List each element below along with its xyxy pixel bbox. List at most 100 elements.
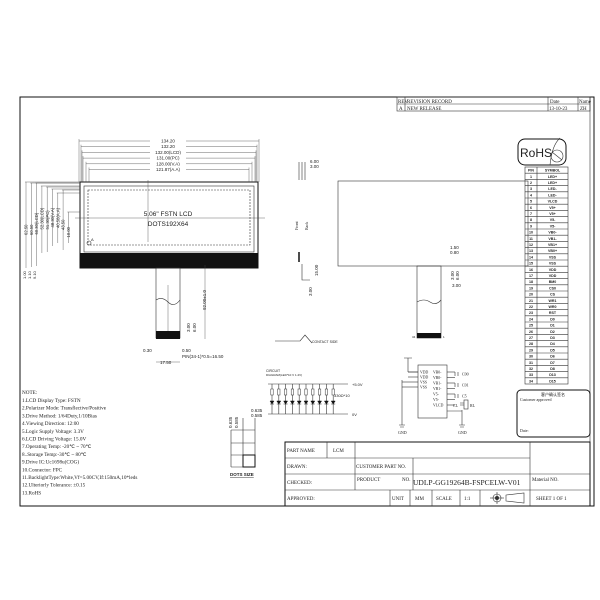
pin-symbol: D2 xyxy=(550,330,555,334)
note-item: 4.Viewing Direction: 12:00 xyxy=(22,421,79,427)
pin-number: 21 xyxy=(529,299,533,303)
pin-number: 17 xyxy=(529,274,533,278)
pin-symbol: D4 xyxy=(550,342,555,346)
pin-number: 19 xyxy=(529,286,533,290)
svg-text:SHEET 1 OF 1: SHEET 1 OF 1 xyxy=(536,497,567,502)
pin-number: 20 xyxy=(529,293,533,297)
pin-number: 13 xyxy=(529,249,533,253)
pin-symbol: V5+ xyxy=(549,212,556,216)
pin-symbol: VB1- xyxy=(548,237,557,241)
svg-text:V5-: V5- xyxy=(433,398,440,402)
svg-text:92.00±1.0: 92.00±1.0 xyxy=(202,290,207,310)
record-header: REVISION RECORD xyxy=(407,100,452,105)
side-view: 6.00 3.00 Front Back 15.00 3.00 CONTACT … xyxy=(275,159,338,344)
pin-symbol: BM0 xyxy=(549,280,557,284)
svg-text:15.00: 15.00 xyxy=(314,264,319,276)
pin-number: 3 xyxy=(530,187,532,191)
svg-text:Front: Front xyxy=(294,220,299,230)
dimension-label: 132.20 xyxy=(161,144,175,149)
resistor-icon xyxy=(304,388,308,396)
note-item: 13.RoHS xyxy=(22,490,41,496)
pin-number: 5 xyxy=(530,200,532,204)
pin-number: 32 xyxy=(529,367,533,371)
rohs-logo: RoHS xyxy=(517,137,567,166)
pin-number: 9 xyxy=(530,224,532,228)
pin-number: 31 xyxy=(529,361,533,365)
pin-number: 28 xyxy=(529,342,533,346)
dimension-label: 121.87(A.A) xyxy=(156,167,181,172)
led-diode-icon xyxy=(330,400,336,405)
pin-symbol: LED- xyxy=(548,193,557,197)
ic-diagram: GND VDDVDDVSSVSSVB0-VB0-VB1-VB1-V5-V5-VL… xyxy=(398,357,476,435)
svg-text:3.00: 3.00 xyxy=(308,287,313,296)
svg-text:0.80: 0.80 xyxy=(450,250,459,255)
name-value: ZH xyxy=(580,107,587,112)
svg-text:MM: MM xyxy=(415,497,424,502)
svg-text:UNIT: UNIT xyxy=(392,497,404,502)
pin-number: 34 xyxy=(529,379,533,383)
svg-text:Customer approved: Customer approved xyxy=(520,397,551,402)
pin-number: 12 xyxy=(529,243,533,247)
rev-header: REV xyxy=(398,100,408,105)
svg-text:VSS: VSS xyxy=(420,381,427,385)
svg-text:APPROVED:: APPROVED: xyxy=(287,497,315,502)
pin-symbol: D0 xyxy=(550,317,555,321)
pin-symbol: D6 xyxy=(550,355,555,359)
pin-symbol: D15 xyxy=(549,379,556,383)
notes-title: NOTE: xyxy=(22,390,38,396)
pin-number: 1 xyxy=(530,175,532,179)
pin-symbol: V5+ xyxy=(549,206,556,210)
resistor-icon xyxy=(318,388,322,396)
pin-symbol: VB0+ xyxy=(548,249,557,253)
svg-text:6.00: 6.00 xyxy=(192,323,197,332)
pin-number: 25 xyxy=(529,324,533,328)
svg-text:GND: GND xyxy=(458,430,467,435)
svg-text:DIAGRAM(LED*10 V 1.2V): DIAGRAM(LED*10 V 1.2V) xyxy=(266,373,302,377)
note-item: 9.Drive IC:Uc1698u(COG) xyxy=(22,459,79,466)
dimension-label: 60.50 xyxy=(29,224,34,235)
led-diode-icon xyxy=(269,400,275,405)
svg-text:CONTACT SIDE: CONTACT SIDE xyxy=(312,340,338,344)
record-value: NEW RELEASE xyxy=(407,107,442,112)
led-diode-icon xyxy=(303,400,309,405)
pin-number: 4 xyxy=(530,193,532,197)
resistor-icon xyxy=(331,388,335,396)
pin-symbol: LED+ xyxy=(548,181,557,185)
pin-number: 14 xyxy=(529,255,533,259)
dimension-label: 62.50 xyxy=(24,224,29,235)
pin-number: 30 xyxy=(529,355,533,359)
svg-text:1.00: 1.00 xyxy=(22,270,27,279)
pin-symbol: RST xyxy=(549,311,557,315)
pin-symbol: D1 xyxy=(550,324,555,328)
svg-text:客户确认签名: 客户确认签名 xyxy=(541,391,565,397)
pin-symbol: D5 xyxy=(550,348,555,352)
revision-table: REV REVISION RECORD Date Name A NEW RELE… xyxy=(396,96,592,112)
svg-text:1:1: 1:1 xyxy=(464,497,471,502)
title-block: PART NAME LCM DRAWN: CUSTOMER PART NO. C… xyxy=(284,441,591,507)
resistor-icon xyxy=(324,388,328,396)
capacitor-icon xyxy=(454,394,459,398)
svg-text:0.635: 0.635 xyxy=(251,408,263,413)
resistor-icon xyxy=(311,388,315,396)
notes: NOTE: 1.LCD Display Type: FSTN2.Polarize… xyxy=(22,390,137,496)
dimension-label: 131.00(PC) xyxy=(156,156,180,161)
svg-text:3.00: 3.00 xyxy=(452,283,461,288)
pin-symbol: VDD xyxy=(549,268,557,272)
led-diode-icon xyxy=(283,400,289,405)
svg-text:PART NAME: PART NAME xyxy=(287,449,315,454)
pin-number: 26 xyxy=(529,330,533,334)
svg-text:3.00: 3.00 xyxy=(310,164,319,169)
note-item: 10.Connector: FPC xyxy=(22,467,63,473)
pin-symbol: D13 xyxy=(549,373,556,377)
svg-text:3.00: 3.00 xyxy=(186,323,191,332)
svg-text:NO.: NO. xyxy=(402,478,410,483)
led-circuit: CIRCUIT DIAGRAM(LED*10 V 1.2V) +5.0V 0V … xyxy=(266,369,363,417)
pin-number: 22 xyxy=(529,305,533,309)
svg-text:6.00: 6.00 xyxy=(310,159,319,164)
note-item: 11.BacklightType:White,Vf=5.00CV,If:150m… xyxy=(22,474,137,481)
svg-text:0.50: 0.50 xyxy=(182,348,191,353)
note-item: 6.LCD Driving Voltage: 15.0V xyxy=(22,437,86,443)
led-diode-icon xyxy=(310,400,316,405)
svg-text:C5: C5 xyxy=(462,394,467,399)
